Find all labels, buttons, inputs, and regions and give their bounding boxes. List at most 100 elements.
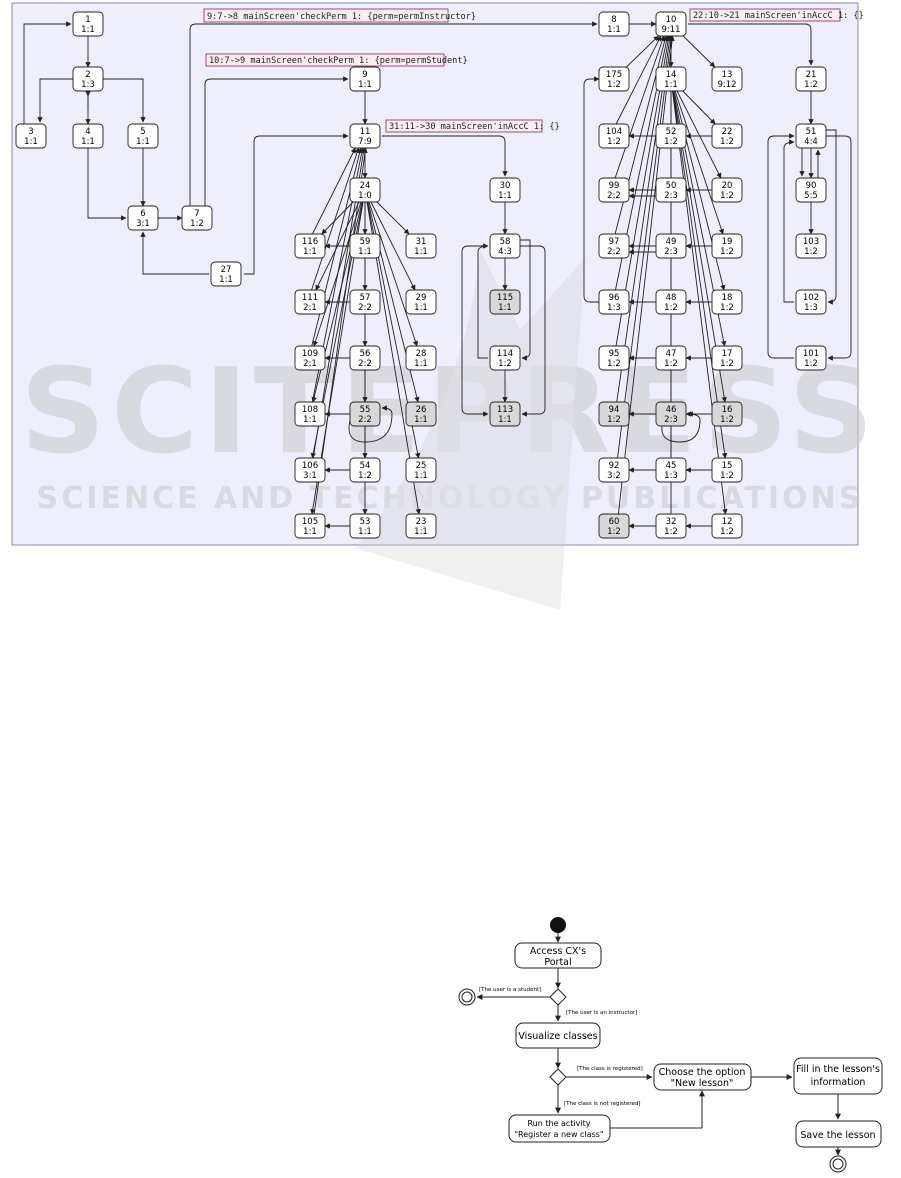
- state-node-60: 601:2: [598, 513, 630, 539]
- state-node-17: 171:2: [711, 345, 743, 371]
- state-node-id: 13: [722, 70, 733, 80]
- state-node-label: 1:1: [303, 415, 317, 425]
- svg-text:Visualize classes: Visualize classes: [518, 1031, 597, 1042]
- action-access-portal: Access CX's Portal: [514, 942, 602, 969]
- action-visualize-classes: Visualize classes: [515, 1022, 601, 1049]
- edge-2-3: [37, 78, 75, 123]
- state-node-label: 2:2: [607, 191, 621, 201]
- state-node-id: 59: [360, 237, 371, 247]
- edge-14-19: [674, 90, 724, 235]
- state-node-label: 1:2: [607, 137, 621, 147]
- state-node-6: 63:1: [127, 205, 159, 231]
- state-node-id: 27: [221, 265, 232, 275]
- state-node-id: 101: [803, 349, 819, 359]
- state-node-id: 26: [416, 405, 427, 415]
- state-node-label: 1:3: [607, 303, 621, 313]
- state-node-label: 1:2: [720, 137, 734, 147]
- state-node-id: 12: [722, 517, 733, 527]
- state-node-label: 1:1: [414, 471, 428, 481]
- state-node-26: 261:1: [405, 401, 437, 427]
- state-node-label: 7:9: [358, 137, 372, 147]
- state-node-52: 521:2: [655, 123, 687, 149]
- state-node-label: 2:3: [664, 247, 678, 257]
- edge-111-11: [311, 147, 360, 291]
- guard-student: [The user is a student]: [479, 987, 541, 993]
- activity-diagram: Access CX's Portal [The user is a studen…: [455, 917, 883, 1173]
- svg-text:"New lesson": "New lesson": [671, 1078, 734, 1089]
- state-node-label: 1:2: [664, 303, 678, 313]
- guard-registered: [The class is registered]: [577, 1066, 643, 1072]
- state-node-label: 1:1: [498, 415, 512, 425]
- state-node-id: 10: [666, 15, 677, 25]
- state-node-30: 301:1: [489, 177, 521, 203]
- state-node-59: 591:1: [349, 233, 381, 259]
- edge-7-9: [204, 76, 349, 206]
- edge-label-perm-student: 10:7->9 mainScreen'checkPerm 1: {perm=pe…: [205, 53, 468, 67]
- state-node-id: 17: [722, 349, 733, 359]
- edge-24-116: [321, 201, 354, 235]
- state-node-48: 481:2: [655, 289, 687, 315]
- state-node-label: 1:2: [720, 415, 734, 425]
- state-node-id: 47: [666, 349, 677, 359]
- state-node-51: 514:4: [795, 123, 827, 149]
- state-node-57: 572:2: [349, 289, 381, 315]
- state-node-label: 2:2: [358, 303, 372, 313]
- state-node-id: 58: [500, 237, 511, 247]
- state-node-id: 175: [606, 70, 622, 80]
- svg-text:Fill in the lesson's: Fill in the lesson's: [796, 1064, 880, 1075]
- edge-14-20: [676, 90, 722, 179]
- edge-3-1: [23, 21, 72, 124]
- state-node-label: 1:1: [414, 527, 428, 537]
- state-node-label: 1:2: [498, 359, 512, 369]
- state-node-3: 31:1: [15, 123, 47, 149]
- edge-10-13: [682, 35, 716, 68]
- state-node-id: 31: [416, 237, 427, 247]
- state-node-id: 24: [360, 181, 371, 191]
- edge-24-31: [376, 201, 410, 235]
- state-node-id: 3: [28, 127, 33, 137]
- edge-105-11: [313, 147, 368, 515]
- state-node-id: 53: [360, 517, 371, 527]
- state-node-id: 25: [416, 461, 427, 471]
- state-node-49: 492:3: [655, 233, 687, 259]
- state-node-id: 19: [722, 237, 733, 247]
- state-node-24: 241:0: [349, 177, 381, 203]
- state-node-94: 941:2: [598, 401, 630, 427]
- state-node-2: 21:3: [72, 66, 104, 92]
- edge-114-58b: [477, 243, 489, 359]
- state-node-label: 1:2: [720, 303, 734, 313]
- state-node-label: 1:2: [720, 471, 734, 481]
- state-node-label: 1:2: [804, 359, 818, 369]
- edge-96-175: [583, 76, 600, 303]
- state-node-label: 1:2: [804, 80, 818, 90]
- state-node-14: 141:1: [655, 66, 687, 92]
- state-node-label: 2:2: [358, 359, 372, 369]
- state-node-label: 1:1: [498, 191, 512, 201]
- state-node-id: 109: [302, 349, 318, 359]
- edge-27-11: [244, 133, 349, 275]
- edge-58-114: [520, 239, 531, 361]
- state-node-15: 151:2: [711, 457, 743, 483]
- edge-92-10: [617, 35, 674, 459]
- edge-175-10: [626, 35, 659, 68]
- edge-11-30: [382, 135, 508, 177]
- state-node-8: 81:1: [598, 11, 630, 37]
- state-node-id: 96: [609, 293, 620, 303]
- svg-text:Choose the option: Choose the option: [659, 1067, 746, 1078]
- state-node-id: 111: [302, 293, 318, 303]
- edge-58-113: [520, 245, 546, 417]
- state-node-label: 4:3: [498, 247, 512, 257]
- edge-label-perm-instructor: 9:7->8 mainScreen'checkPerm 1: {perm=per…: [203, 8, 476, 23]
- state-node-id: 9: [362, 70, 367, 80]
- state-node-id: 46: [666, 405, 677, 415]
- state-node-95: 951:2: [598, 345, 630, 371]
- state-node-58: 584:3: [489, 233, 521, 259]
- state-node-id: 14: [666, 70, 677, 80]
- state-node-label: 1:3: [804, 303, 818, 313]
